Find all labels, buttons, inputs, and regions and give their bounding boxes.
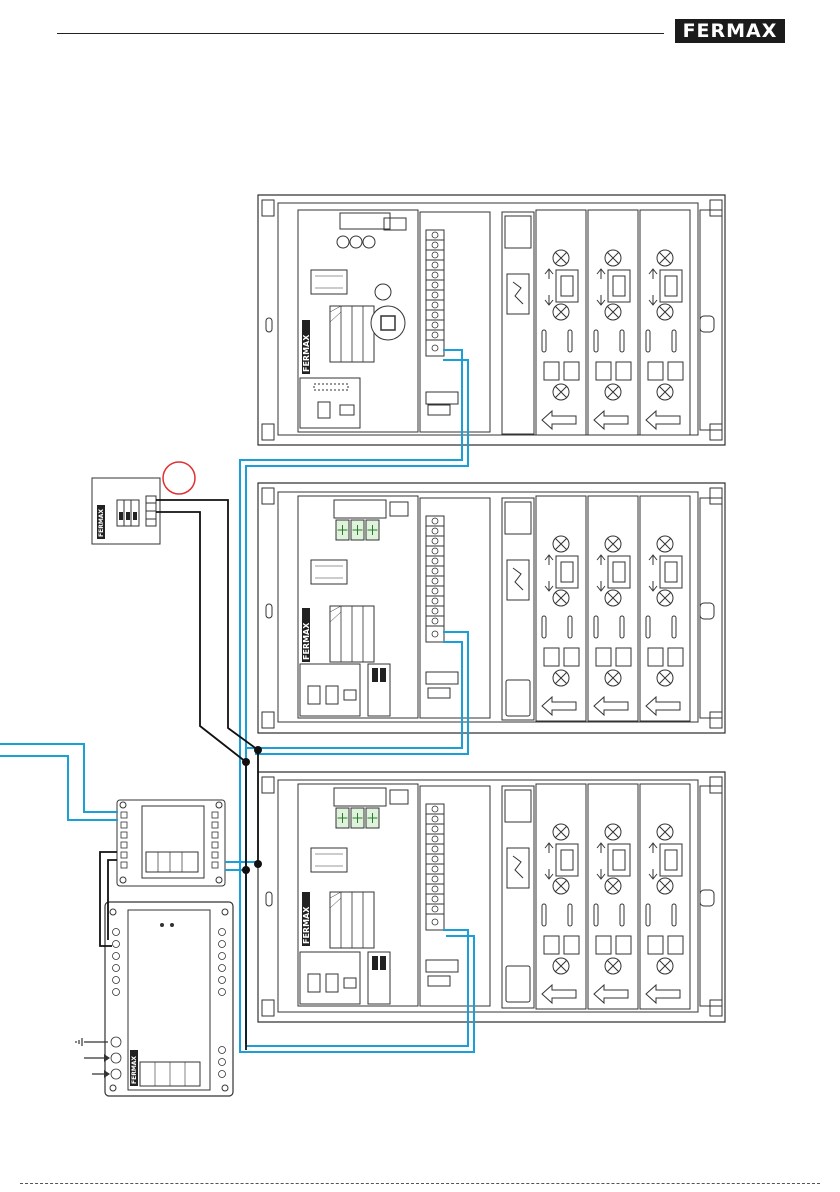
lower-module-brand: FERMAX <box>302 906 311 944</box>
marker-circle <box>163 462 195 494</box>
door-release-module: FERMAX <box>92 462 195 544</box>
small-module-brand: FERMAX <box>98 509 105 537</box>
footer-rule <box>20 1183 820 1184</box>
upper-panel-module: FERMAX <box>258 195 725 445</box>
middle-module-brand: FERMAX <box>302 622 311 660</box>
distributor-module <box>117 800 225 886</box>
lower-panel-module: FERMAX <box>258 772 725 1022</box>
power-supply-brand: FERMAX <box>131 1056 138 1084</box>
middle-panel-module: FERMAX <box>258 483 725 733</box>
upper-module-brand: FERMAX <box>302 334 311 372</box>
